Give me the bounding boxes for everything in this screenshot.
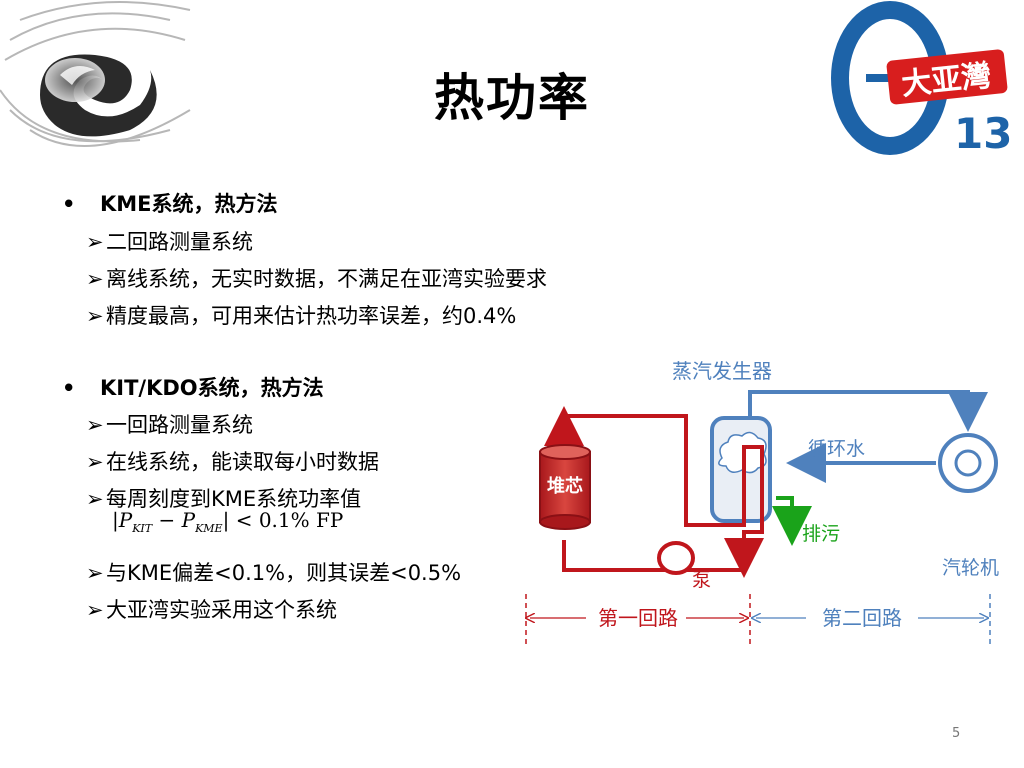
section2-item-1: ➢在线系统，能读取每小时数据: [86, 450, 379, 474]
section2-item-4: ➢大亚湾实验采用这个系统: [86, 598, 337, 622]
arrow-bullet-icon: ➢: [86, 598, 104, 622]
section2-item-3: ➢与KME偏差<0.1%，则其误差<0.5%: [86, 561, 462, 585]
section1-heading: •KME系统，热方法: [62, 192, 278, 216]
label-secondary-loop: 第二回路: [822, 606, 902, 630]
pump-icon: [657, 541, 695, 575]
arrow-bullet-icon: ➢: [86, 487, 104, 511]
label-circulating-water: 循环水: [808, 438, 865, 460]
arrow-bullet-icon: ➢: [86, 304, 104, 328]
section2-heading: •KIT/KDO系统，热方法: [62, 376, 324, 400]
daya-bay-logo-icon: 大亚灣 13: [831, 1, 1012, 158]
page-number: 5: [952, 726, 961, 741]
arrow-bullet-icon: ➢: [86, 267, 104, 291]
power-deviation-formula: |PKIT − PKME| < 0.1% FP: [112, 508, 344, 535]
section1-item-2: ➢精度最高，可用来估计热功率误差，约0.4%: [86, 304, 517, 328]
arrow-bullet-icon: ➢: [86, 561, 104, 585]
label-steam-generator: 蒸汽发生器: [672, 359, 772, 383]
arrow-bullet-icon: ➢: [86, 413, 104, 437]
ihep-logo-icon: [0, 1, 191, 147]
label-core: 堆芯: [547, 475, 583, 497]
logo-number: 13: [954, 109, 1012, 158]
label-blowdown: 排污: [802, 523, 840, 545]
reactor-loop-diagram: 蒸汽发生器 循环水 堆芯 排污 泵 汽轮机 第一回路 第二回路: [516, 359, 999, 646]
section2-item-2: ➢每周刻度到KME系统功率值: [86, 487, 362, 511]
label-primary-loop: 第一回路: [598, 606, 678, 630]
page-title: 热功率: [434, 68, 590, 127]
label-turbine: 汽轮机: [942, 557, 999, 579]
reactor-core-icon: [539, 451, 591, 523]
section2-item-0: ➢一回路测量系统: [86, 413, 253, 437]
arrow-bullet-icon: ➢: [86, 230, 104, 254]
section1-item-0: ➢二回路测量系统: [86, 230, 253, 254]
section1-item-1: ➢离线系统，无实时数据，不满足在亚湾实验要求: [86, 267, 547, 291]
arrow-bullet-icon: ➢: [86, 450, 104, 474]
label-pump: 泵: [692, 569, 711, 591]
